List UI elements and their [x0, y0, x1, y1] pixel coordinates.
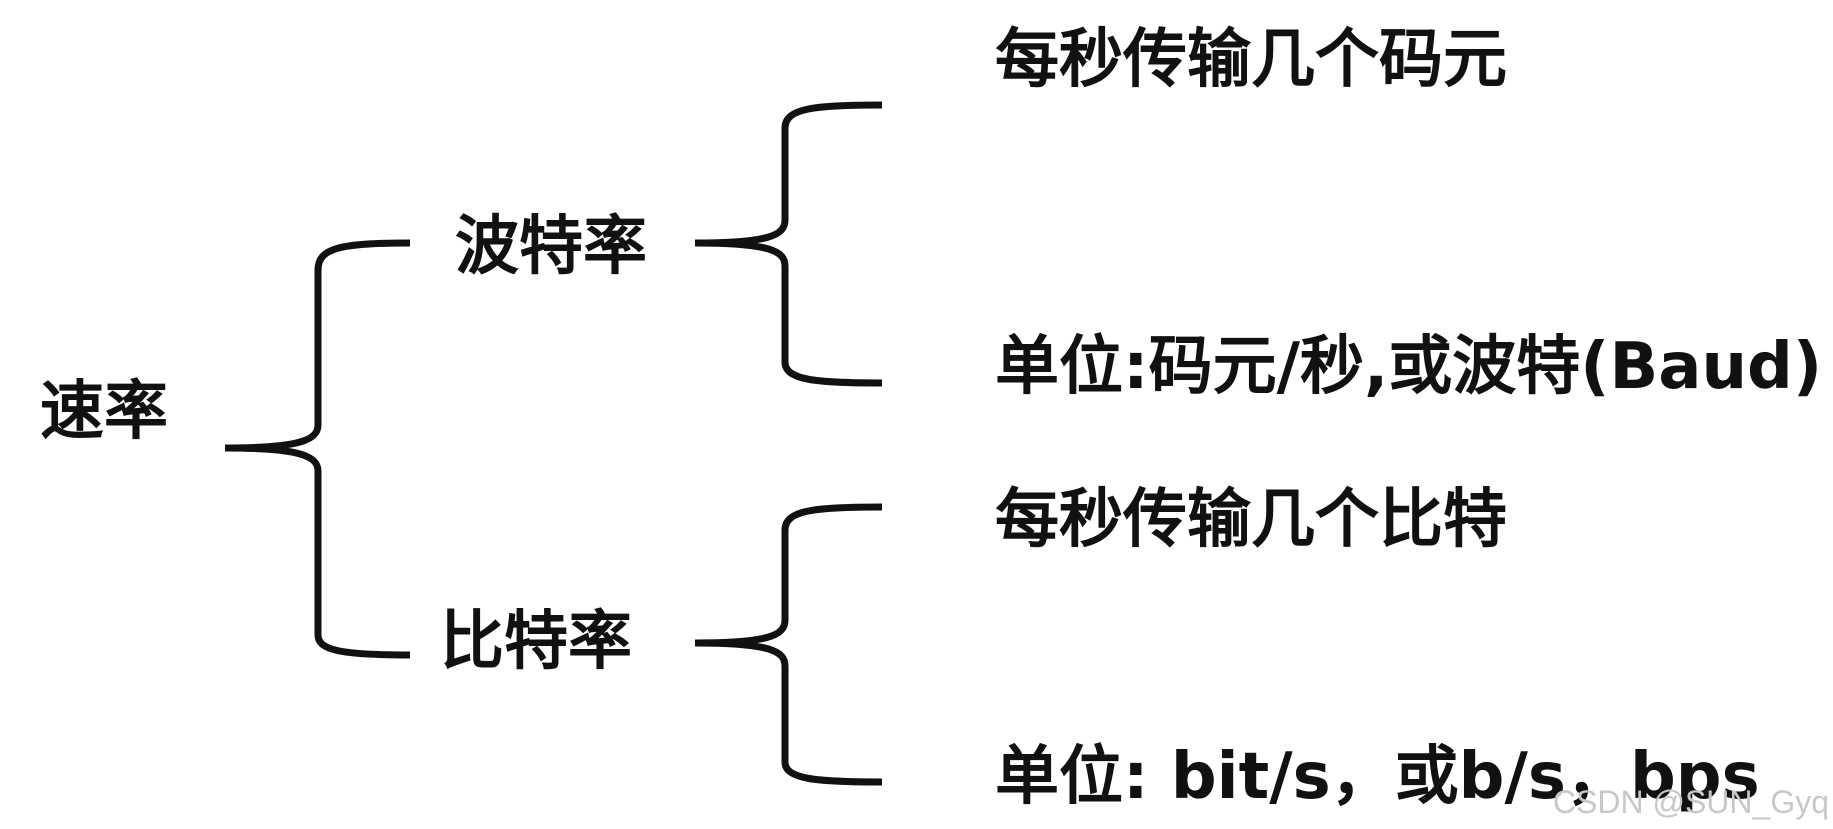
- root-brace: [224, 239, 411, 659]
- branch-node-bit-rate: 比特率: [440, 605, 632, 679]
- baud-brace: [694, 101, 883, 387]
- bit-brace: [694, 503, 883, 786]
- baud-rate-unit: 单位:码元/秒,或波特(Baud): [995, 330, 1823, 404]
- bit-rate-definition: 每秒传输几个比特: [995, 483, 1507, 557]
- branch-node-baud-rate: 波特率: [455, 210, 647, 284]
- baud-rate-definition: 每秒传输几个码元: [995, 23, 1507, 97]
- bit-rate-unit: 单位: bit/s，或b/s，bps: [995, 740, 1760, 814]
- watermark: CSDN @SUN_Gyq: [1552, 784, 1829, 820]
- root-node-rate: 速率: [40, 375, 168, 449]
